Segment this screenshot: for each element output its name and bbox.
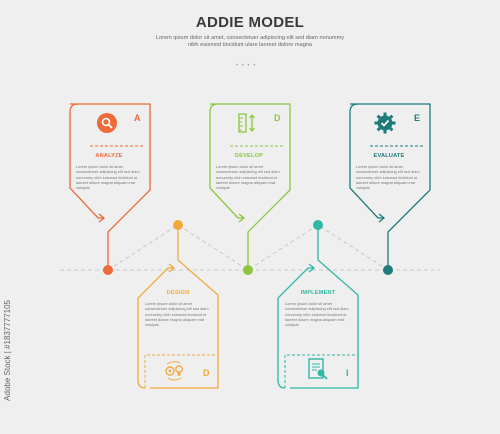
checklist-icon: [308, 358, 328, 380]
design-node: [173, 220, 183, 230]
implement-description: Lorem ipsum dolor sit amet consectetuer …: [285, 301, 349, 328]
develop-letter: D: [274, 113, 281, 123]
design-outline: [150, 225, 219, 389]
check-gear-icon: [374, 112, 396, 134]
evaluate-text: EVALUATE Lorem ipsum dolor sit amet cons…: [356, 153, 422, 190]
evaluate-description: Lorem ipsum dolor sit amet consectetuer …: [356, 164, 420, 191]
evaluate-outline: [350, 103, 431, 270]
page-subtitle: Lorem ipsum dolor sit amet, consectetuer…: [155, 35, 345, 49]
design-text: DESIGN Lorem ipsum dolor sit amet consec…: [145, 290, 211, 327]
evaluate-node: [383, 265, 393, 275]
ruler-icon: [238, 113, 255, 133]
implement-label: IMPLEMENT: [300, 290, 336, 296]
stock-watermark: Adobe Stock | #1837777105: [3, 300, 12, 401]
analyze-text: ANALYZE Lorem ipsum dolor sit amet conse…: [76, 153, 142, 190]
evaluate-letter: E: [414, 113, 421, 123]
design-letter: D: [203, 368, 210, 378]
design-description: Lorem ipsum dolor sit amet consectetuer …: [145, 301, 209, 328]
implement-node: [313, 220, 323, 230]
develop-description: Lorem ipsum dolor sit amet consectetuer …: [216, 164, 280, 191]
gear-lightbulb-icon: [165, 361, 183, 381]
analyze-arrowhead: [98, 213, 106, 223]
implement-text: IMPLEMENT Lorem ipsum dolor sit amet con…: [285, 290, 351, 327]
design-label: DESIGN: [166, 290, 190, 296]
develop-outline: [210, 103, 291, 270]
develop-node: [243, 265, 253, 275]
analyze-description: Lorem ipsum dolor sit amet consectetuer …: [76, 164, 140, 191]
page-title: ADDIE MODEL: [195, 14, 305, 31]
evaluate-label: EVALUATE: [373, 153, 405, 159]
analyze-arrow-path: [69, 103, 104, 219]
implement-letter: I: [346, 368, 349, 378]
search-icon: [97, 113, 117, 133]
decorative-dots: • • • •: [236, 63, 257, 69]
develop-label: DEVELOP: [234, 153, 264, 159]
design-arrow-path: [137, 267, 174, 389]
implement-outline: [290, 225, 359, 389]
analyze-letter: A: [134, 113, 141, 123]
develop-text: DEVELOP Lorem ipsum dolor sit amet conse…: [216, 153, 282, 190]
analyze-outline: [70, 103, 151, 270]
analyze-label: ANALYZE: [95, 153, 123, 159]
analyze-node: [103, 265, 113, 275]
